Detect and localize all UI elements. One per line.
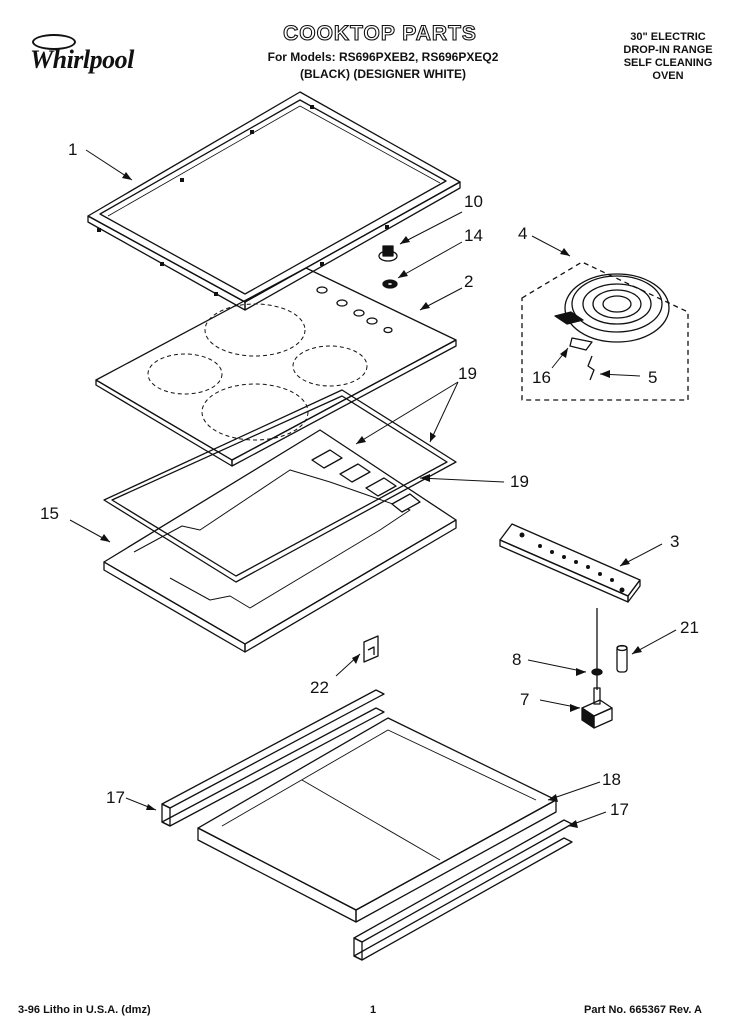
callout-4: 4: [518, 224, 528, 243]
model-info: For Models: RS696PXEB2, RS696PXEQ2 (BLAC…: [238, 49, 528, 83]
callout-7: 7: [520, 690, 530, 709]
logo-oval-icon: [32, 34, 76, 50]
arrowheads: [100, 172, 642, 828]
part-1-frame: [87, 91, 461, 311]
models-line: For Models: RS696PXEB2, RS696PXEQ2: [267, 50, 499, 64]
part-18-burner-box: [197, 717, 557, 923]
callout-15: 15: [40, 504, 59, 523]
product-line-4: OVEN: [652, 70, 684, 82]
callout-17-right: 17: [610, 800, 629, 819]
footer-page-number: 1: [370, 1004, 377, 1016]
part-19-gasket: [103, 389, 457, 583]
page-title: COOKTOP PARTS: [283, 21, 477, 45]
product-line-2: DROP-IN RANGE: [623, 44, 713, 56]
product-line-3: SELF CLEANING: [623, 57, 713, 69]
product-description: 30" ELECTRIC DROP-IN RANGE SELF CLEANING…: [598, 31, 738, 83]
colors-line: (BLACK) (DESIGNER WHITE): [300, 67, 466, 81]
part-21-knob-shaft: [616, 644, 628, 673]
part-8-nut: [591, 668, 603, 676]
whirlpool-logo: Whirlpool: [30, 32, 155, 74]
callout-19-lower: 19: [510, 472, 529, 491]
footer-part-number: Part No. 665367 Rev. A: [584, 1004, 703, 1016]
part-15-support: [103, 429, 457, 653]
brand-name: Whirlpool: [30, 45, 134, 74]
part-4-radiant-element: [521, 261, 689, 401]
part-10-knob: [378, 245, 398, 262]
callout-2: 2: [464, 272, 474, 291]
product-line-1: 30" ELECTRIC: [630, 31, 706, 43]
callout-8: 8: [512, 650, 522, 669]
callout-17-left: 17: [106, 788, 125, 807]
part-17-trim-left: [161, 689, 385, 827]
callout-16: 16: [532, 368, 551, 387]
part-22-clip: [363, 635, 379, 663]
part-3-control-panel: [499, 523, 641, 603]
callout-21: 21: [680, 618, 699, 637]
callout-18: 18: [602, 770, 621, 789]
callout-3: 3: [670, 532, 680, 551]
callout-10: 10: [464, 192, 483, 211]
part-7-switch: [581, 687, 613, 729]
callout-1: 1: [68, 140, 78, 159]
footer-litho: 3-96 Litho in U.S.A. (dmz): [18, 1004, 151, 1016]
callout-22: 22: [310, 678, 329, 697]
callout-19-upper: 19: [458, 364, 477, 383]
callout-5: 5: [648, 368, 658, 387]
part-2-glass-cooktop: [95, 267, 457, 467]
part-14-washer: [382, 279, 398, 289]
part-17-trim-right: [353, 819, 573, 961]
callout-14: 14: [464, 226, 483, 245]
